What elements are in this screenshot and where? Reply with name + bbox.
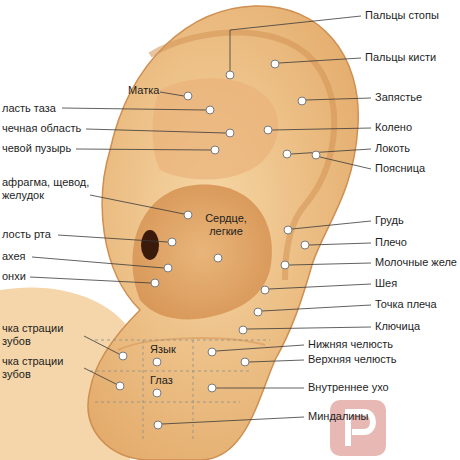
part-label: чка страции зубов [2, 322, 84, 348]
triangular-fossa [153, 78, 279, 179]
watermark-logo [330, 400, 386, 456]
part-label: ахея [2, 250, 26, 263]
part-label: чка страции зубов [2, 355, 84, 381]
part-label: Язык [150, 343, 176, 356]
part-label: Верхняя челюсть [308, 353, 396, 366]
part-label: Поясница [375, 162, 425, 175]
part-label: Грудь [375, 214, 404, 227]
part-label: Молочные желе [375, 256, 457, 269]
part-label: Нижняя челюсть [308, 338, 393, 351]
part-label: лость рта [2, 228, 51, 241]
part-label: Матка [128, 84, 159, 97]
part-label: чевой пузырь [2, 142, 71, 155]
part-label: ласть таза [2, 102, 56, 115]
part-label: Глаз [150, 374, 173, 387]
part-label: Ключица [375, 320, 420, 333]
part-label: чечная область [2, 122, 81, 135]
part-label: Колено [375, 121, 412, 134]
part-label: Точка плеча [375, 298, 437, 311]
part-label: Локоть [375, 142, 410, 155]
part-label: Внутреннее ухо [308, 381, 389, 394]
part-label: Миндалины [308, 410, 368, 423]
part-label: онхи [2, 270, 26, 283]
part-label: Пальцы кисти [365, 51, 436, 64]
part-label: Плечо [375, 236, 407, 249]
lobe-grid [90, 340, 270, 440]
part-label: Запястье [375, 91, 422, 104]
part-label: Сердце, легкие [196, 212, 256, 238]
part-label: афрагма, щевод, желудок [2, 176, 90, 202]
part-label: Шея [375, 277, 397, 290]
part-label: Пальцы стопы [365, 9, 439, 22]
ear-canal [141, 230, 159, 260]
concha [132, 185, 271, 320]
acupoint-dots [116, 60, 320, 429]
